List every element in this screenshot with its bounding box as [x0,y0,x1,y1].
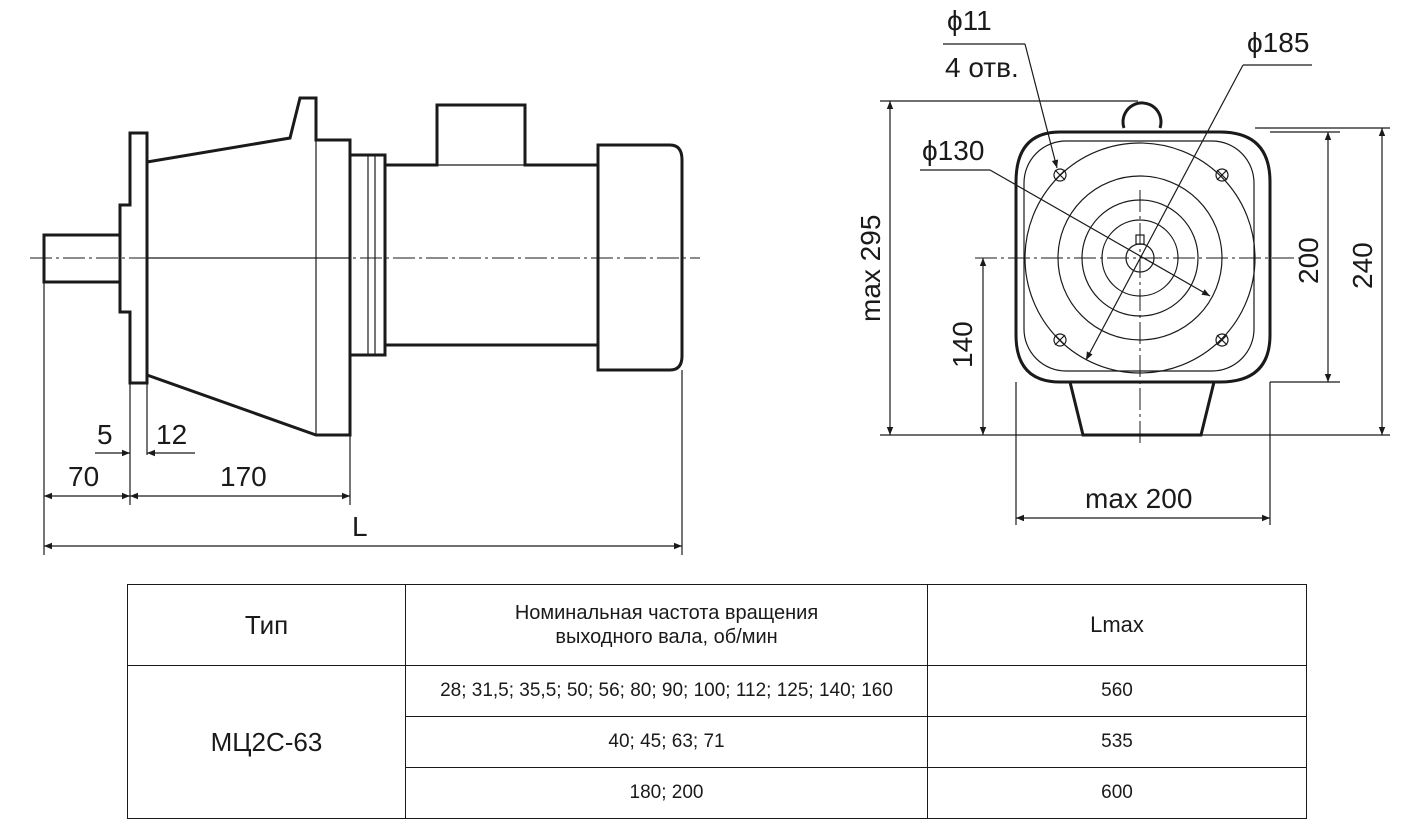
cell-speeds: 40; 45; 63; 71 [405,716,928,768]
gearbox-housing [146,96,352,437]
dim-label-240: 240 [1347,242,1378,289]
output-shaft [42,233,120,284]
dim-label-170: 170 [220,461,267,492]
spec-table: Тип Номинальная частота вращения выходно… [127,584,1307,819]
technical-drawing: 5 12 70 170 L [30,5,1390,555]
fan-cover [596,143,684,372]
front-view: ϕ11 4 отв. ϕ185 ϕ130 max 295 140 200 240… [855,5,1390,525]
table-row: 40; 45; 63; 71 535 [128,716,1307,768]
cell-lmax: 560 [927,665,1307,717]
header-lmax: Lmax [927,584,1307,666]
cell-type: МЦ2С-63 [127,665,406,819]
header-type: Тип [127,584,406,666]
dim-label-185: ϕ185 [1247,27,1309,58]
header-speed-line1: Номинальная частота вращения [514,602,819,624]
bolt-hole [1215,333,1229,347]
cell-lmax: 535 [927,716,1307,768]
dim-label-12: 12 [156,419,187,450]
dim-label-max200: max 200 [1085,483,1192,514]
leader-11 [1024,43,1059,169]
cell-speeds: 28; 31,5; 35,5; 50; 56; 80; 90; 100; 112… [405,665,928,717]
table-row: 180; 200 600 [128,767,1307,819]
header-speed: Номинальная частота вращения выходного в… [405,584,928,666]
side-view: 5 12 70 170 L [30,96,700,555]
bolt-hole [1053,333,1067,347]
bolt-hole [1215,168,1229,182]
header-speed-line2: выходного вала, об/мин [555,626,778,648]
bolt-hole [1053,168,1067,182]
motor-body [385,103,600,347]
table-row: МЦ2С-63 28; 31,5; 35,5; 50; 56; 80; 90; … [127,665,1307,819]
front-housing-outline [1014,130,1272,384]
dim-label-hole-dia: ϕ11 [947,5,992,36]
dim-label-130: ϕ130 [922,135,984,166]
dim-label-5: 5 [97,419,113,450]
cell-speeds: 180; 200 [405,767,928,819]
table-header-row: Тип Номинальная частота вращения выходно… [127,584,1307,666]
leader-130-arrow [989,169,1211,297]
lifting-eye [1121,101,1163,129]
dim-label-L: L [352,511,368,542]
dim-label-140: 140 [947,321,978,368]
dim-label-hole-count: 4 отв. [945,52,1019,83]
leader-185 [1085,64,1244,361]
dim-label-70: 70 [68,461,99,492]
mounting-foot [1068,381,1216,437]
dim-label-200: 200 [1293,237,1324,284]
cell-lmax: 600 [927,767,1307,819]
flange-square [1023,140,1255,372]
dim-label-max295: max 295 [855,215,886,322]
